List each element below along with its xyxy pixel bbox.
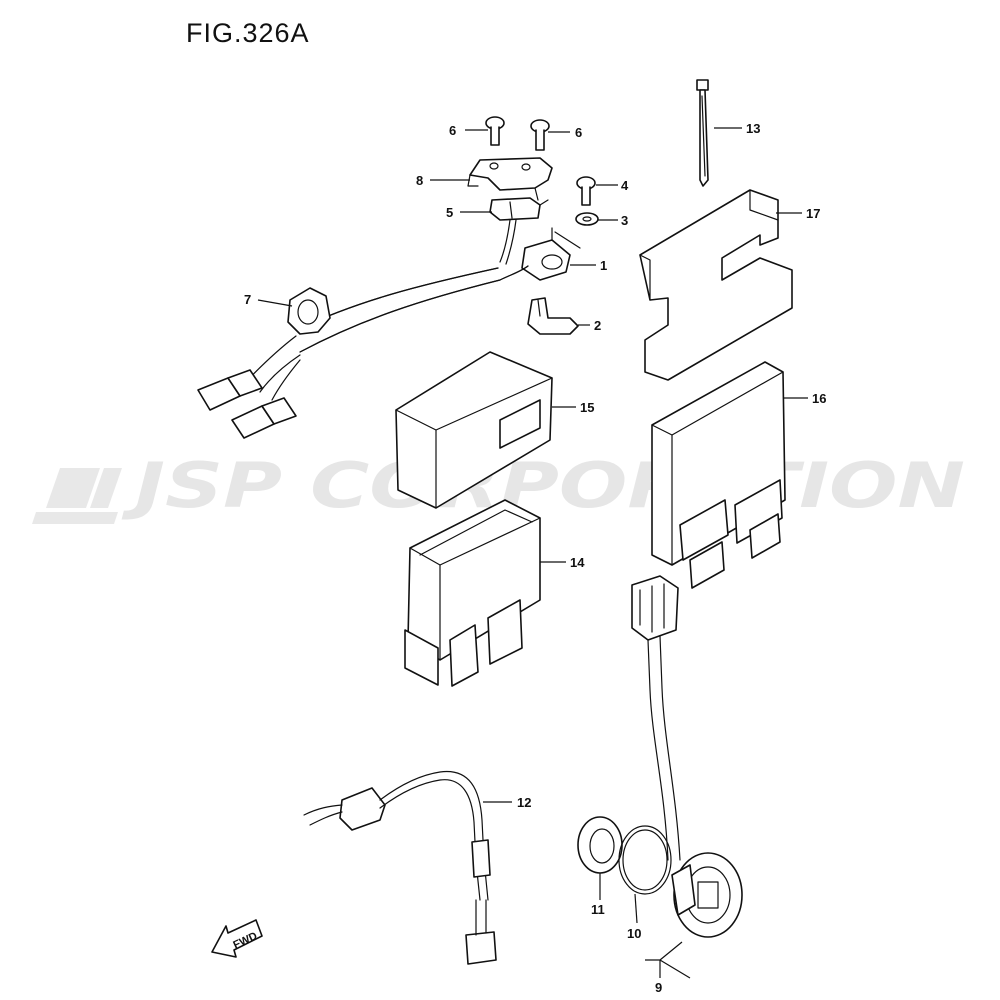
figure-title: FIG.326A — [186, 18, 310, 48]
callout-16: 16 — [812, 391, 826, 406]
callout-2: 2 — [594, 318, 601, 333]
part-1-sensor — [521, 227, 581, 281]
callout-14: 14 — [570, 555, 585, 570]
part-14-regulator — [404, 499, 541, 687]
part-3-washer — [575, 212, 599, 226]
callout-13: 13 — [746, 121, 760, 136]
callout-6-right: 6 — [575, 125, 582, 140]
part-5-switch — [489, 197, 549, 221]
callout-7: 7 — [244, 292, 251, 307]
part-8-bracket — [467, 157, 553, 201]
watermark-text: JSP CORPORATION — [121, 449, 965, 522]
leader-lines — [257, 127, 808, 979]
watermark-logo — [32, 468, 122, 524]
watermark: JSP CORPORATION — [32, 449, 965, 524]
part-6-bolt-left — [485, 116, 505, 146]
callout-3: 3 — [621, 213, 628, 228]
part-2-sensor-plug — [527, 297, 579, 335]
callout-12: 12 — [517, 795, 531, 810]
part-7-clamp — [287, 287, 331, 335]
part-9-socket — [671, 852, 743, 938]
callout-6-left: 6 — [449, 123, 456, 138]
callouts: 6 6 8 4 3 5 1 2 7 13 17 16 15 14 12 11 1… — [244, 121, 826, 995]
part-10-o-ring — [618, 825, 672, 895]
part-16-ecu — [651, 361, 786, 589]
callout-8: 8 — [416, 173, 423, 188]
part-11-nut — [577, 816, 623, 874]
callout-15: 15 — [580, 400, 594, 415]
part-13-cable-tie — [696, 79, 709, 187]
part-15-unit — [395, 351, 553, 509]
wiring-harness — [197, 219, 529, 439]
callout-11: 11 — [591, 902, 605, 917]
part-17-cover — [639, 189, 793, 381]
ecu-pigtail-harness — [631, 575, 681, 861]
callout-17: 17 — [806, 206, 820, 221]
callout-1: 1 — [600, 258, 607, 273]
fwd-arrow: FWD — [211, 919, 263, 958]
callout-5: 5 — [446, 205, 453, 220]
part-6-bolt-right — [530, 119, 550, 151]
part-4-bolt — [576, 176, 596, 206]
part-12-switch-cable — [303, 770, 497, 965]
callout-9: 9 — [655, 980, 662, 995]
callout-10: 10 — [627, 926, 641, 941]
callout-4: 4 — [621, 178, 629, 193]
